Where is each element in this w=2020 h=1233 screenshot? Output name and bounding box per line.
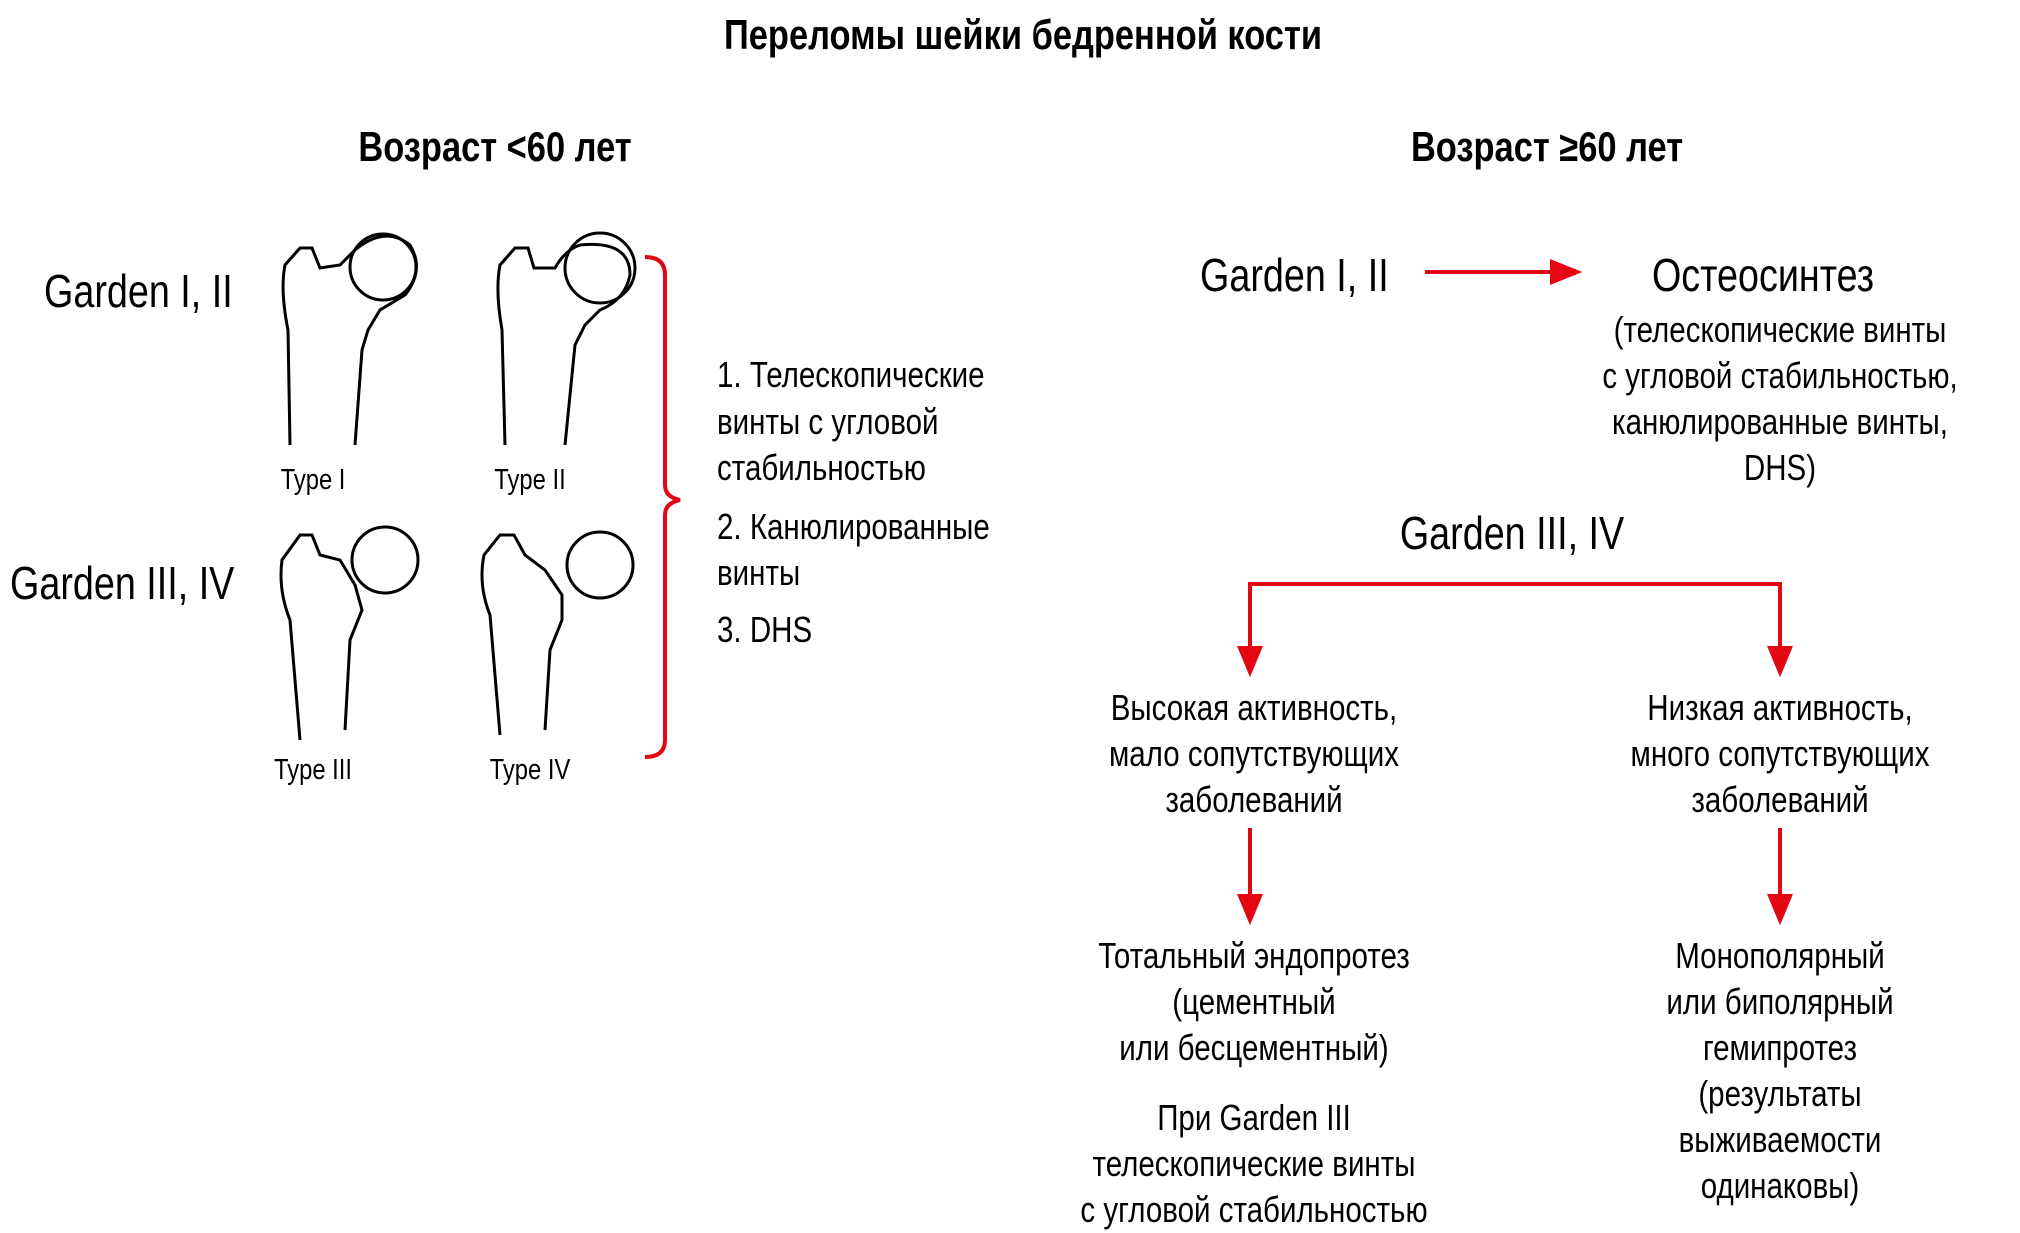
bracket	[644, 255, 681, 759]
text-line: телескопические винты	[1092, 1143, 1416, 1184]
text-line: или бесцементный)	[1119, 1027, 1389, 1068]
text-line: гемипротез	[1703, 1027, 1857, 1068]
text-line: мало сопутствующих	[1108, 733, 1400, 774]
list-line: винты с угловой	[717, 401, 939, 442]
text-line: Низкая активность,	[1647, 687, 1913, 728]
label-garden-3-4: Garden III, IV	[10, 557, 235, 609]
text-line: (результаты	[1698, 1073, 1862, 1114]
arrows	[1237, 259, 1793, 926]
text-line: (цементный	[1172, 981, 1336, 1022]
total-arthroplasty: Тотальный эндопротез (цементный или бесц…	[1098, 933, 1410, 1071]
text-line: DHS)	[1743, 447, 1817, 488]
list-line: 3. DHS	[717, 609, 813, 650]
text-line: Высокая активность,	[1110, 687, 1398, 728]
text-line: с угловой стабильностью,	[1602, 355, 1958, 396]
text-line: канюлированные винты,	[1612, 401, 1948, 442]
text-line: одинаковы)	[1700, 1165, 1860, 1206]
femur-type-2	[496, 231, 637, 446]
text-line: выживаемости	[1678, 1119, 1882, 1160]
label-type-4: Type IV	[489, 754, 571, 786]
list-line: 1. Телескопические	[717, 354, 985, 395]
label-type-3: Type III	[274, 754, 352, 786]
femur-type-1	[281, 232, 418, 446]
femur-type-3	[279, 525, 420, 741]
text-line: заболеваний	[1165, 779, 1343, 820]
low-activity: Низкая активность, много сопутствующих з…	[1631, 685, 1930, 823]
right-garden-1-2: Garden I, II	[1200, 249, 1389, 301]
text-line: много сопутствующих	[1630, 733, 1930, 774]
text-line: с угловой стабильностью	[1080, 1189, 1428, 1230]
list-line: 2. Канюлированные	[717, 506, 990, 547]
label-type-2: Type II	[494, 464, 566, 496]
list-line: винты	[717, 552, 801, 593]
text-line: При Garden III	[1157, 1097, 1351, 1138]
text-line: Тотальный эндопротез	[1098, 935, 1410, 976]
label-type-1: Type I	[280, 464, 346, 496]
right-garden-3-4: Garden III, IV	[1399, 507, 1625, 559]
text-line: Монополярный	[1675, 935, 1885, 976]
osteosynthesis: Остеосинтез	[1651, 249, 1875, 301]
high-activity: Высокая активность, мало сопутствующих з…	[1109, 685, 1399, 823]
list-line: стабильностью	[717, 447, 926, 488]
femur-type-4	[480, 530, 635, 736]
text-line: заболеваний	[1691, 779, 1869, 820]
osteosynthesis-detail: (телескопические винты с угловой стабиль…	[1602, 307, 1957, 491]
text-line: (телескопические винты	[1613, 309, 1947, 350]
label-garden-1-2: Garden I, II	[44, 265, 233, 317]
page-title: Переломы шейки бедренной кости	[724, 11, 1322, 58]
text-line: или биполярный	[1666, 981, 1894, 1022]
heading-over-60: Возраст ≥60 лет	[1410, 123, 1684, 170]
garden-3-note: При Garden III телескопические винты с у…	[1080, 1095, 1427, 1233]
heading-under-60: Возраст <60 лет	[358, 123, 632, 170]
hemiarthroplasty: Монополярный или биполярный гемипротез (…	[1666, 933, 1893, 1209]
